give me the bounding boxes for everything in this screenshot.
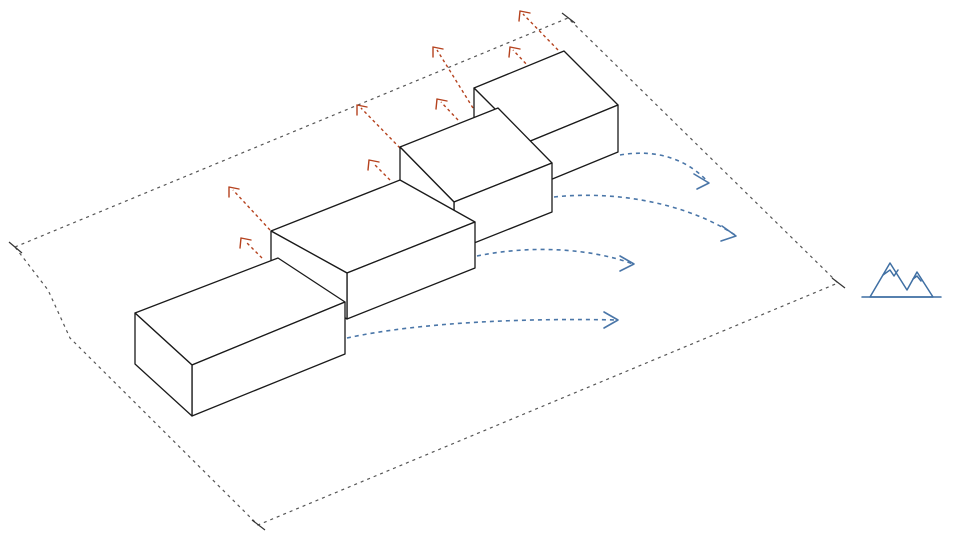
volume-1 [134, 257, 346, 417]
view-arrow [476, 248, 635, 272]
site-boundary [8, 12, 846, 531]
site-corner-tick [831, 277, 846, 289]
site-corner-tick [8, 241, 23, 254]
upward-arrow [508, 46, 531, 69]
upward-arrow [239, 237, 263, 259]
upward-arrow [228, 186, 271, 231]
upward-arrow [367, 159, 391, 181]
site-corner-tick [251, 519, 266, 531]
view-arrow [346, 311, 619, 339]
upward-arrow [435, 98, 459, 121]
view-arrow [619, 152, 710, 190]
upward-arrow [432, 46, 474, 109]
upward-arrow [356, 104, 401, 149]
mountain-icon [861, 262, 942, 298]
upward-arrow [518, 10, 559, 51]
view-arrow [553, 194, 737, 242]
view-arrows [346, 152, 737, 339]
site-corner-tick [561, 12, 576, 24]
upward-arrows [228, 10, 559, 259]
